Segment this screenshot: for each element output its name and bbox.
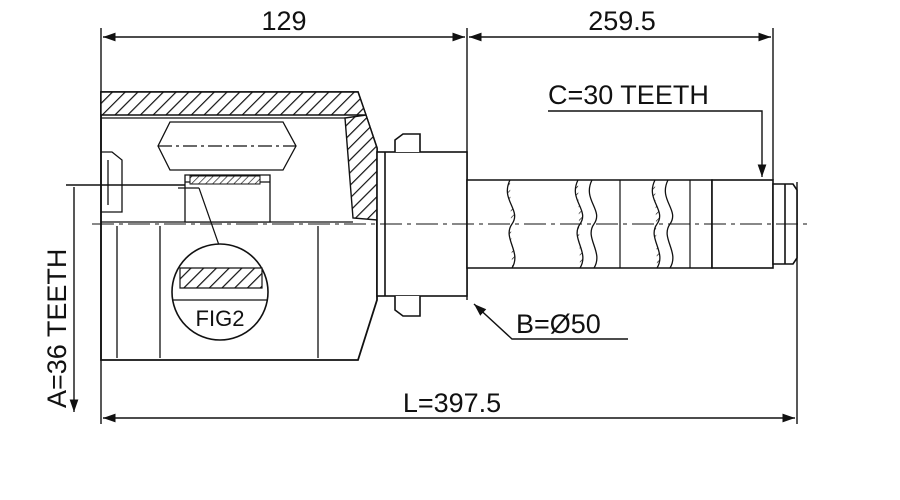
- fig2-detail: [171, 243, 269, 341]
- dim-129-label: 129: [261, 6, 306, 36]
- fig2-label: FIG2: [196, 306, 245, 331]
- spline-a-label: A=36 TEETH: [42, 249, 72, 408]
- diameter-b-label: B=Ø50: [516, 309, 601, 339]
- spline-c-label: C=30 TEETH: [548, 80, 709, 110]
- overall-length-label: L=397.5: [403, 388, 501, 418]
- dim-259-5-label: 259.5: [588, 6, 656, 36]
